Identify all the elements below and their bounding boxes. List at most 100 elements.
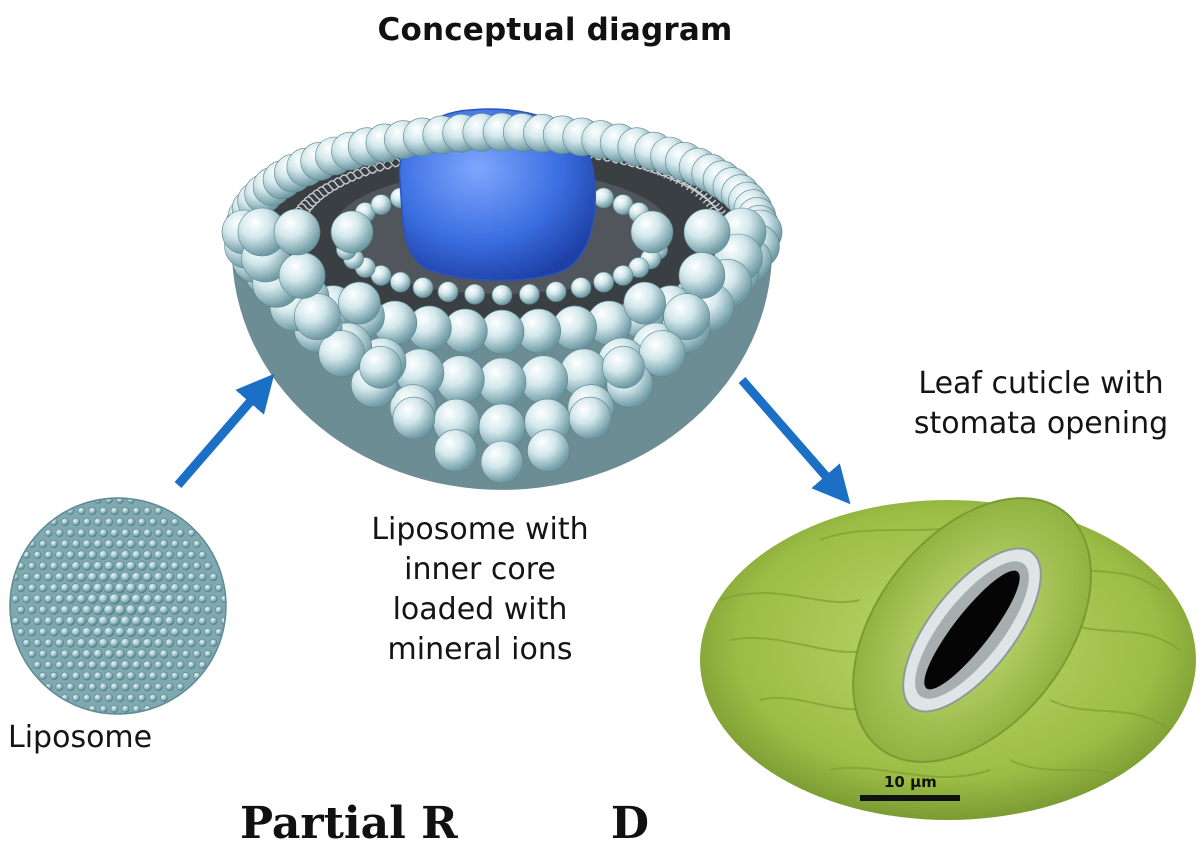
lipid-bead: [176, 617, 185, 626]
lipid-bead: [83, 694, 90, 701]
lipid-bead: [89, 683, 97, 691]
lipid-bead: [160, 650, 168, 658]
inner-lipid-head: [492, 285, 512, 305]
lipid-bead: [82, 583, 92, 593]
lipid-bead: [45, 551, 53, 559]
lipid-bead: [143, 551, 152, 560]
lipid-bead: [126, 605, 136, 615]
lipid-bead: [176, 639, 184, 647]
lipid-bead: [77, 594, 86, 603]
label-line: loaded with: [330, 590, 630, 630]
lipid-bead: [105, 694, 113, 702]
lipid-bead: [182, 584, 190, 592]
lipid-head: [294, 294, 340, 340]
lipid-bead: [193, 540, 200, 547]
lipid-bead: [100, 705, 107, 712]
lipid-bead: [127, 540, 136, 549]
lipid-bead: [83, 650, 92, 659]
lipid-bead: [148, 605, 158, 615]
lipid-bead: [94, 672, 102, 680]
lipid-bead: [39, 672, 46, 679]
lipid-bead: [154, 594, 163, 603]
inner-lipid-head: [438, 282, 458, 302]
lipid-bead: [66, 661, 74, 669]
inner-lipid-head: [594, 272, 614, 292]
lipid-bead: [77, 616, 86, 625]
lipid-bead: [204, 584, 212, 592]
lipid-bead: [93, 561, 102, 570]
lipid-head: [602, 346, 644, 388]
lipid-bead: [132, 572, 142, 582]
lipid-bead: [115, 561, 124, 570]
lipid-bead: [115, 583, 125, 593]
lipid-bead: [149, 694, 156, 701]
lipid-bead: [210, 639, 217, 646]
lipid-bead: [137, 561, 146, 570]
lipid-bead: [39, 628, 47, 636]
lipid-bead: [34, 551, 41, 558]
label-line: inner core: [330, 550, 630, 590]
lipid-bead: [72, 694, 79, 701]
lipid-bead: [171, 540, 179, 548]
lipid-bead: [143, 572, 152, 581]
lipid-bead: [72, 562, 81, 571]
lipid-bead: [137, 627, 147, 637]
lipid-head: [624, 282, 666, 324]
lipid-bead: [188, 661, 196, 669]
lipid-bead: [143, 661, 151, 669]
lipid-bead: [67, 683, 75, 691]
lipid-bead: [99, 551, 108, 560]
lipid-bead: [177, 661, 185, 669]
lipid-bead: [210, 595, 217, 602]
lipid-bead: [177, 529, 184, 536]
lipid-bead: [115, 605, 126, 616]
lipid-bead: [154, 573, 163, 582]
lipid-bead: [110, 551, 119, 560]
lipid-bead: [126, 583, 136, 593]
lipid-bead: [61, 606, 70, 615]
lipid-bead: [149, 518, 157, 526]
lipid-bead: [199, 661, 206, 668]
lipid-bead: [132, 638, 141, 647]
inner-lipid-head: [390, 272, 410, 292]
lipid-bead: [133, 683, 141, 691]
lipid-bead: [182, 562, 190, 570]
lipid-bead: [160, 540, 168, 548]
lipid-bead: [99, 661, 108, 670]
lipid-bead: [110, 661, 119, 670]
lipid-bead: [115, 627, 125, 637]
lipid-bead: [88, 551, 97, 560]
lipid-bead: [143, 594, 153, 604]
lipid-bead: [187, 595, 195, 603]
lipid-bead: [88, 572, 97, 581]
lipid-head: [684, 209, 730, 255]
scale-bar: [860, 795, 960, 801]
lipid-bead: [160, 518, 167, 525]
lipid-bead: [39, 650, 47, 658]
lipid-bead: [55, 639, 63, 647]
lipid-bead: [104, 583, 114, 593]
lipid-bead: [182, 540, 190, 548]
lipid-bead: [83, 518, 91, 526]
lipid-bead: [50, 650, 58, 658]
lipid-bead: [44, 573, 52, 581]
lipid-bead: [104, 605, 114, 615]
inner-lipid-head: [613, 265, 633, 285]
lipid-bead: [110, 572, 120, 582]
lipid-bead: [120, 594, 130, 604]
lipid-bead: [171, 628, 180, 637]
lipid-bead: [50, 562, 58, 570]
lipid-bead: [100, 683, 108, 691]
inner-lipid-head: [413, 278, 433, 298]
lipid-bead: [83, 672, 91, 680]
lipid-bead: [188, 551, 196, 559]
lipid-bead: [204, 562, 211, 569]
lipid-bead: [66, 617, 75, 626]
lipid-bead: [148, 627, 157, 636]
lipid-bead: [154, 639, 163, 648]
lipid-bead: [56, 661, 64, 669]
lipid-bead: [82, 627, 91, 636]
lipid-bead: [166, 529, 174, 537]
lipid-bead: [45, 639, 53, 647]
lipid-bead: [88, 616, 98, 626]
